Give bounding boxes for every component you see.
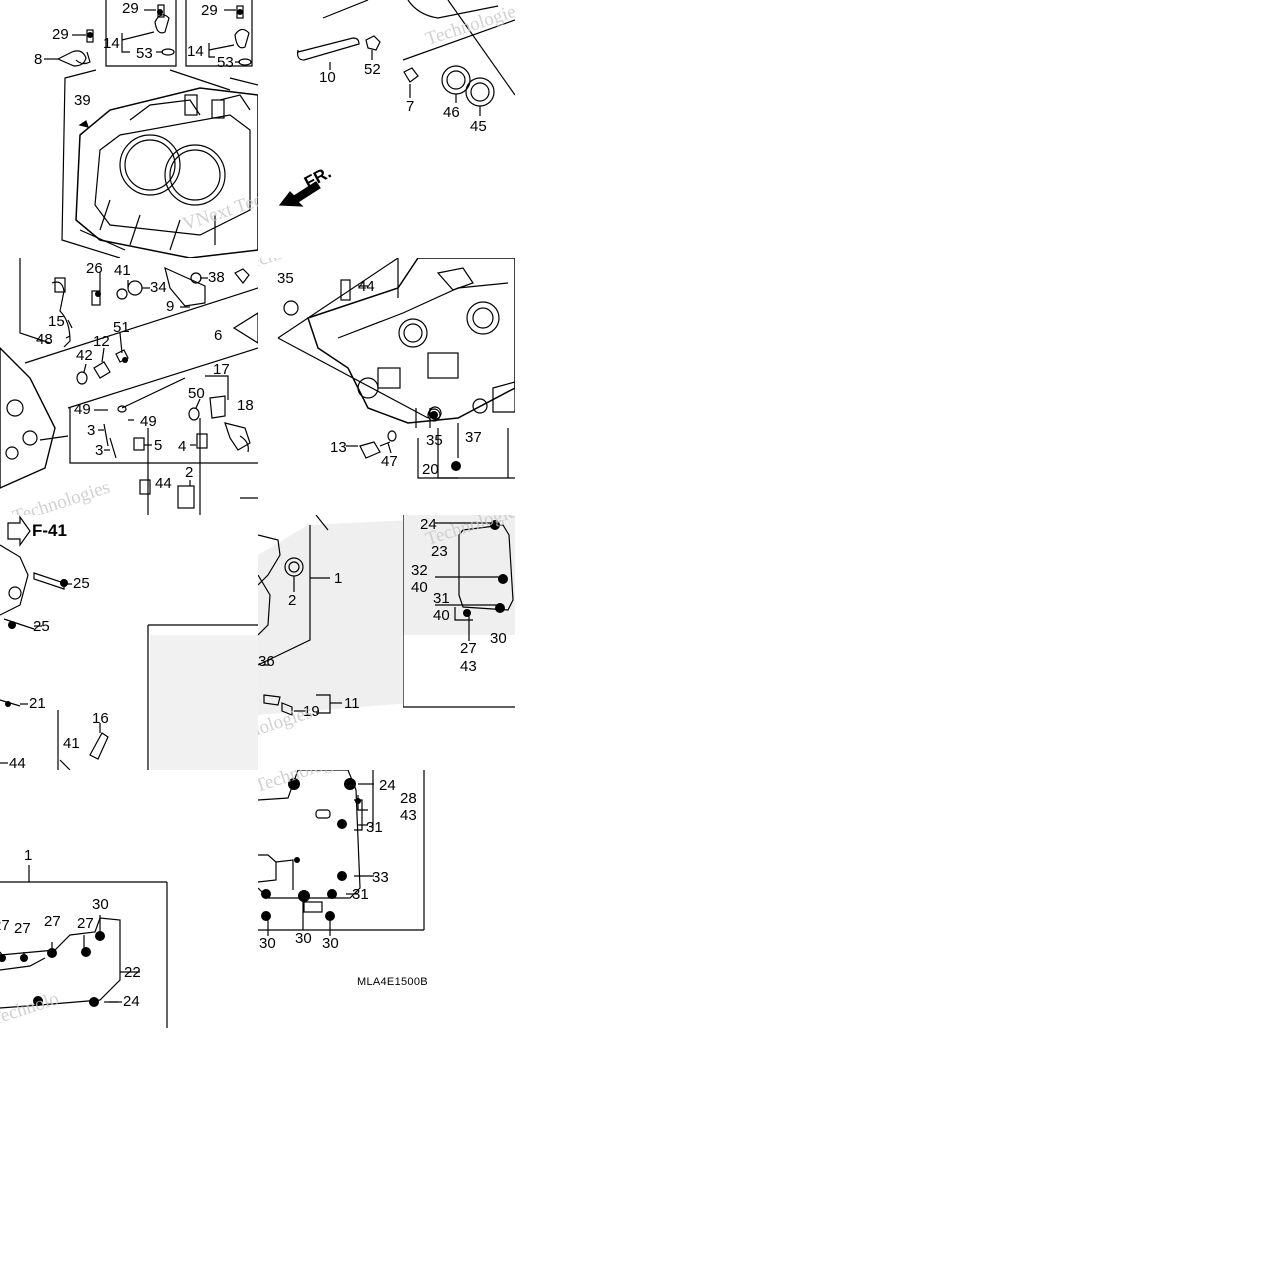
- part-label: 18: [237, 397, 254, 414]
- part-label: 44: [9, 755, 26, 770]
- sensors-drawing: [0, 258, 258, 515]
- part-label: 29: [52, 26, 69, 43]
- part-label: 13: [330, 439, 347, 456]
- oil-pan-bottom-drawing: [258, 770, 425, 936]
- part-label: 30: [490, 630, 507, 647]
- part-label: 40: [433, 607, 450, 624]
- part-label: 49: [74, 401, 91, 418]
- tile-oil-pan-bottom: 24 28 43 31 33 31 30 30 30 MLA4E1500B Te…: [258, 770, 515, 1028]
- part-label: 1: [24, 847, 33, 864]
- reference-label: F-41: [32, 521, 67, 540]
- part-label: 21: [29, 695, 46, 712]
- part-label: 53: [217, 54, 234, 71]
- tile-oil-pan-bottom-left: 1 27 27 27 27 30 22 24 Technolo: [0, 770, 258, 1028]
- part-label: 47: [381, 453, 398, 470]
- part-label: 43: [460, 658, 477, 675]
- part-label: 35: [426, 432, 443, 449]
- part-label: 33: [372, 869, 389, 886]
- part-label: 3: [95, 442, 104, 459]
- part-label: 10: [319, 69, 336, 86]
- part-label: 25: [73, 575, 90, 592]
- part-label: 32: [411, 562, 428, 579]
- tile-crankcase: 35 44 35 37 13 47 20 Technologies: [258, 258, 515, 515]
- part-label: 3: [87, 422, 96, 439]
- part-label: 14: [187, 43, 204, 60]
- part-label: 4: [178, 438, 187, 455]
- part-label: 27: [0, 917, 10, 934]
- part-label: 26: [86, 260, 103, 277]
- diagram-code: MLA4E1500B: [357, 976, 428, 988]
- part-label: 43: [400, 807, 417, 824]
- part-label: 9: [166, 298, 175, 315]
- bearings-drawing: [278, 0, 515, 207]
- part-label: 39: [74, 92, 91, 109]
- part-label: 27: [44, 913, 61, 930]
- part-label: 11: [344, 695, 360, 712]
- part-label: 37: [465, 429, 482, 446]
- part-label: 27: [14, 920, 31, 937]
- part-label: 23: [431, 543, 448, 560]
- part-label: 27: [460, 640, 477, 657]
- part-label: 24: [123, 993, 140, 1010]
- part-label: 31: [433, 590, 450, 607]
- part-label: 7: [406, 98, 415, 115]
- part-label: 49: [140, 413, 157, 430]
- part-label: 30: [295, 930, 312, 947]
- part-label: 35: [277, 270, 294, 287]
- part-label: 48: [36, 331, 53, 348]
- part-label: 45: [470, 118, 487, 135]
- part-label: 2: [288, 592, 297, 609]
- part-label: 38: [208, 269, 225, 286]
- part-label: 28: [400, 790, 417, 807]
- part-label: 41: [63, 735, 80, 752]
- part-label: 42: [76, 347, 93, 364]
- part-label: 22: [124, 964, 141, 981]
- part-label: 52: [364, 61, 381, 78]
- part-label: 29: [122, 0, 139, 17]
- part-label: 29: [201, 2, 218, 19]
- part-label: 31: [366, 819, 383, 836]
- tile-bearings: 10 52 7 46 45 FR. Technologies: [258, 0, 515, 258]
- part-label: 27: [77, 915, 94, 932]
- tile-oil-pan-right: 24 23 32 40 31 40 27 43 30 Technologies: [403, 515, 515, 715]
- part-label: 46: [443, 104, 460, 121]
- bolts-drawing: [0, 515, 258, 770]
- oil-pan-right-drawing: [403, 515, 515, 708]
- part-label: 51: [113, 319, 130, 336]
- part-label: 1: [334, 570, 343, 587]
- part-label: 8: [34, 51, 43, 68]
- part-label: 12: [93, 333, 110, 350]
- part-label: 31: [352, 886, 369, 903]
- part-label: 15: [48, 313, 65, 330]
- part-label: 16: [92, 710, 109, 727]
- part-label: 53: [136, 45, 153, 62]
- part-label: 44: [155, 475, 172, 492]
- part-label: 19: [303, 703, 320, 720]
- crankcase-drawing: [277, 258, 515, 479]
- part-label: 25: [33, 618, 50, 635]
- part-label: 6: [214, 327, 223, 344]
- cylinder-block-drawing: [44, 0, 258, 258]
- tile-bolts: F-41 25 25 21 16 41 44 Technologies: [0, 515, 258, 770]
- tile-cylinder-block: 29 29 14 53 8 39 14 53 29 VNext Technolo…: [0, 0, 258, 258]
- part-label: 36: [258, 653, 275, 670]
- part-label: 17: [213, 361, 230, 378]
- part-label: 30: [322, 935, 339, 952]
- part-label: 20: [422, 461, 439, 478]
- part-label: 44: [358, 278, 375, 295]
- oil-pan-bottom-left-drawing: [0, 865, 168, 1028]
- part-label: 24: [420, 516, 437, 533]
- part-label: 30: [92, 896, 109, 913]
- part-label: 14: [103, 35, 120, 52]
- part-label: 50: [188, 385, 205, 402]
- part-label: 34: [150, 279, 167, 296]
- part-label: 2: [185, 464, 194, 481]
- part-label: 24: [379, 777, 396, 794]
- part-label: 40: [411, 579, 428, 596]
- part-label: 5: [154, 437, 163, 454]
- part-label: 30: [259, 935, 276, 952]
- tile-sensors: 26 41 34 38 9 15 48 51 42 12 6 17 50 49 …: [0, 258, 258, 515]
- part-label: 41: [114, 262, 131, 279]
